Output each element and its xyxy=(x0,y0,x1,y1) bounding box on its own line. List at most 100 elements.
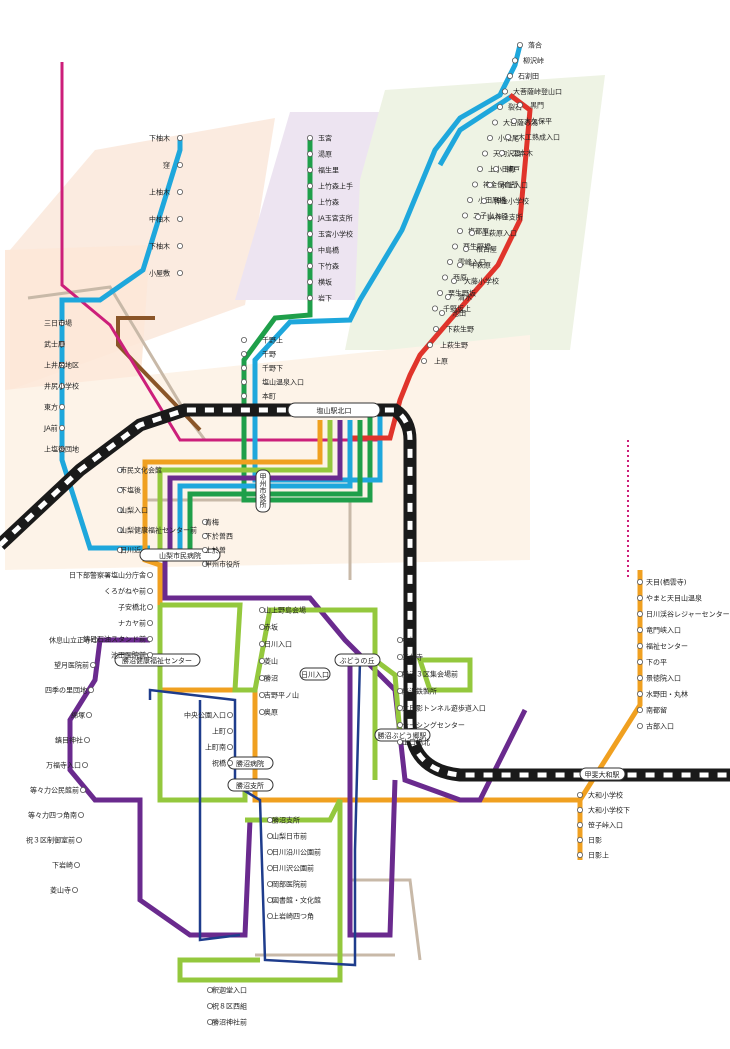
station-label: 大和小学校下 xyxy=(588,806,630,815)
station-dot xyxy=(456,261,463,268)
station-dot xyxy=(438,309,445,316)
station-dot xyxy=(146,588,153,595)
station-dot xyxy=(84,737,91,744)
station-dot xyxy=(240,392,247,399)
station-label: 武士原 xyxy=(44,340,65,349)
station-dot xyxy=(396,688,403,695)
station-label: 上町南 xyxy=(205,743,226,752)
station-dot xyxy=(577,792,584,799)
station-label: 二子山入口 xyxy=(473,211,508,220)
station-label: 池田医院前 xyxy=(111,651,146,660)
station-label: くろがねや前 xyxy=(104,587,146,596)
station-dot xyxy=(306,230,313,237)
station-dot xyxy=(444,293,451,300)
station-dot xyxy=(74,862,81,869)
station-dot xyxy=(637,611,644,618)
station-label: 上柚木 xyxy=(149,188,170,197)
station-dot xyxy=(240,350,247,357)
station-label: 上岩崎四つ角 xyxy=(272,912,314,921)
station-label: 下柚木 xyxy=(149,134,170,143)
station-label: 上塩後団地 xyxy=(44,445,79,454)
area-zones xyxy=(5,75,605,960)
station-label: 上竹森上手 xyxy=(318,182,353,191)
station-label: JA前 xyxy=(43,424,58,433)
station-label: 塩都原 xyxy=(468,227,489,236)
station-label: 下於曽西 xyxy=(205,532,233,541)
station-dot xyxy=(88,687,95,694)
jr-railway xyxy=(0,403,730,782)
station-label: 大久保平 xyxy=(524,117,552,126)
station-dot xyxy=(420,357,427,364)
station-label: 中林 xyxy=(402,636,416,645)
station-dot xyxy=(461,212,468,219)
station-label: 岩下 xyxy=(318,294,332,303)
station-dot xyxy=(266,913,273,920)
station-dot xyxy=(201,519,208,526)
station-dot xyxy=(426,341,433,348)
station-dot xyxy=(240,336,247,343)
station-label: 祝８区西組 xyxy=(212,1002,247,1011)
station-label: 東方 xyxy=(44,403,58,412)
station-label: 木工熟成入口 xyxy=(518,133,560,142)
station-dot xyxy=(481,150,488,157)
station-dot xyxy=(146,636,153,643)
station-label: 落合 xyxy=(528,41,542,50)
station-dot xyxy=(59,424,66,431)
station-dot xyxy=(306,294,313,301)
hub-yamanashi: 山梨市民病院 xyxy=(159,551,201,560)
station-dot xyxy=(59,382,66,389)
station-label: 横坂 xyxy=(318,278,332,287)
station-dot xyxy=(117,506,124,513)
station-dot xyxy=(146,620,153,627)
station-dot xyxy=(146,604,153,611)
station-label: 上町 xyxy=(212,727,226,736)
station-dot xyxy=(577,837,584,844)
station-label: 青梅 xyxy=(205,518,219,527)
station-dot xyxy=(226,712,233,719)
station-dot xyxy=(82,762,89,769)
station-dot xyxy=(517,42,524,49)
station-label: 日川沿川公園前 xyxy=(272,848,321,857)
station-dot xyxy=(306,198,313,205)
station-label: 大菩薩の湯 xyxy=(503,118,538,127)
station-dot xyxy=(176,269,183,276)
station-dot xyxy=(59,340,66,347)
station-label: 池田 xyxy=(452,309,466,318)
station-dot xyxy=(441,274,448,281)
station-label: 大菩薩峠登山口 xyxy=(513,87,562,96)
station-dot xyxy=(72,887,79,894)
station-dot xyxy=(306,278,313,285)
station-dot xyxy=(637,659,644,666)
station-dot xyxy=(258,641,265,648)
hub-enzan: 塩山駅北口 xyxy=(317,406,352,415)
station-dot xyxy=(146,572,153,579)
station-dot xyxy=(512,57,519,64)
station-dot xyxy=(266,817,273,824)
hub-budoueki: 勝沼ぶどう郷駅 xyxy=(378,731,427,740)
station-label: 天目(栖雲寺) xyxy=(646,578,687,587)
station-dot xyxy=(206,987,213,994)
station-dot xyxy=(258,709,265,716)
station-label: 鎮目石油スタンド前 xyxy=(83,635,146,644)
station-label: 井尻小学校 xyxy=(44,382,79,391)
station-dot xyxy=(450,277,457,284)
station-dot xyxy=(637,675,644,682)
station-dot xyxy=(240,364,247,371)
station-label: 日川入口 xyxy=(264,641,292,649)
lime-route xyxy=(157,602,473,983)
station-dot xyxy=(491,119,498,126)
station-dot xyxy=(496,104,503,111)
station-dot xyxy=(462,245,469,252)
station-dot xyxy=(517,102,524,109)
station-label: 清水 xyxy=(458,293,472,302)
station-label: 日影 xyxy=(588,836,602,845)
station-dot xyxy=(201,547,208,554)
station-dot xyxy=(117,527,124,534)
station-dot xyxy=(504,133,511,140)
station-dot xyxy=(498,149,505,156)
station-dot xyxy=(480,197,487,204)
station-label: 裂石 xyxy=(508,103,522,112)
station-dot xyxy=(176,134,183,141)
station-label: 上於曽 xyxy=(205,546,226,555)
